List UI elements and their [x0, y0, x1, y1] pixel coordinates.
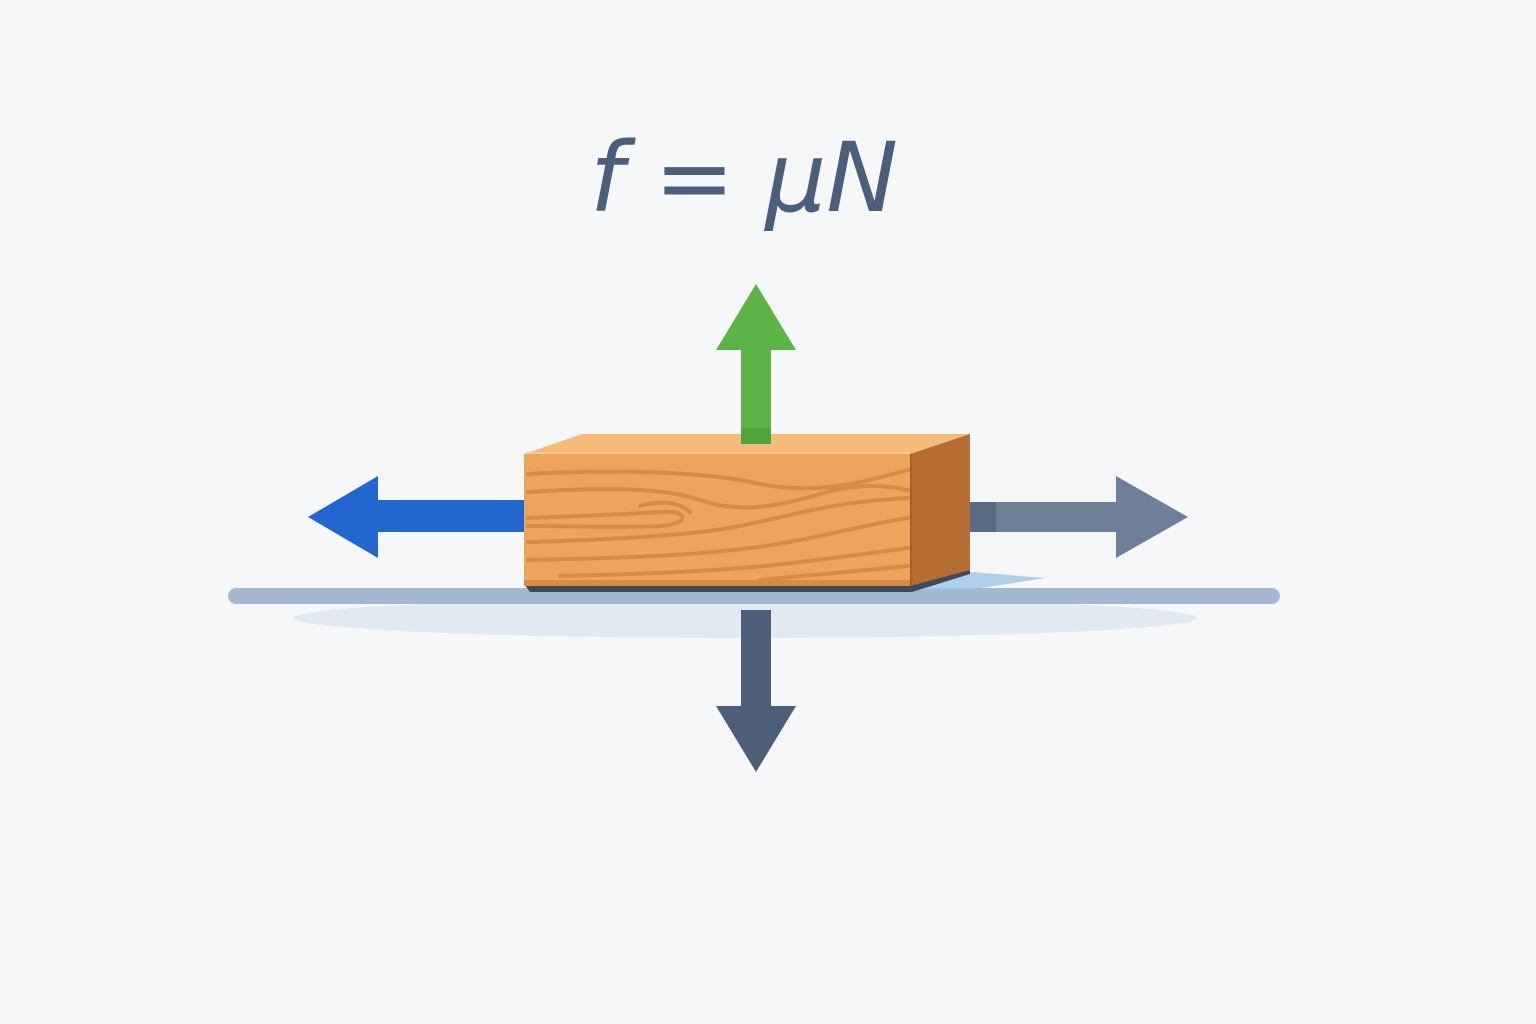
up-arrow-icon [716, 284, 796, 444]
wooden-block [524, 434, 970, 592]
right-arrow-icon [968, 476, 1188, 558]
block-contact-shadow [912, 572, 1046, 590]
friction-equation: f = μN [589, 122, 899, 234]
left-arrow-icon [308, 476, 524, 558]
down-arrow-icon [716, 610, 796, 772]
